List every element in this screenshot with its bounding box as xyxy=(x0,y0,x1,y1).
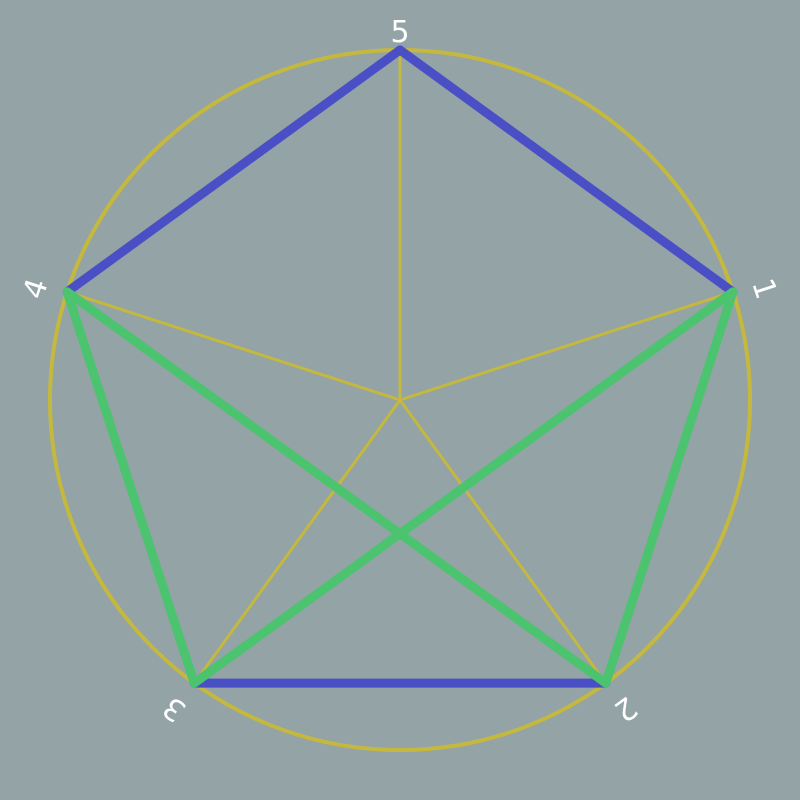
edge-4-5 xyxy=(62,45,405,297)
vertex-label-4: 4 xyxy=(17,274,56,303)
vertex-label-1: 1 xyxy=(744,274,783,303)
edge-1-2 xyxy=(601,287,738,688)
edge-4-2 xyxy=(62,287,611,688)
edge-1-3 xyxy=(189,287,738,688)
edge-4-3 xyxy=(62,287,199,688)
vertex-label-3: 3 xyxy=(157,689,193,729)
spoke-3 xyxy=(193,399,402,685)
vertex-label-5: 5 xyxy=(390,15,409,50)
spoke-4 xyxy=(66,290,401,402)
vertex-label-2: 2 xyxy=(607,689,643,729)
spoke-1 xyxy=(399,290,734,402)
spoke-2 xyxy=(398,399,607,685)
edge-5-1 xyxy=(395,45,738,297)
